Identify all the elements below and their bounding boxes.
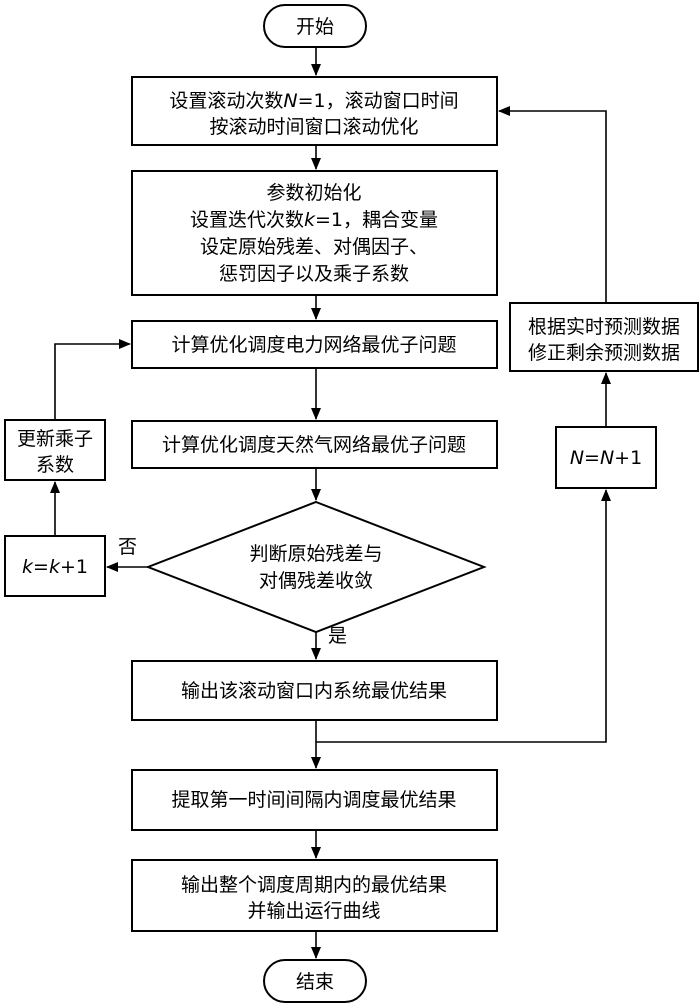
step2-line4: 惩罚因子以及乘子系数 xyxy=(219,263,409,285)
step3-label: 计算优化调度电力网络最优子问题 xyxy=(171,334,456,356)
step7-box xyxy=(131,859,498,932)
start-terminal xyxy=(263,4,367,48)
step4-label: 计算优化调度天然气网络最优子问题 xyxy=(162,434,466,456)
step2-line3: 设定原始残差、对偶因子、 xyxy=(200,236,428,258)
arrow-multiplier-step3 xyxy=(54,339,131,420)
step5-label: 输出该滚动窗口内系统最优结果 xyxy=(181,680,447,702)
step6-label: 提取第一时间间隔内调度最优结果 xyxy=(171,789,456,811)
multiplier-update-line2: 系数 xyxy=(36,454,74,476)
forecast-update-box xyxy=(509,302,699,372)
arrow-step5-n-update xyxy=(316,489,611,743)
forecast-update-line2: 修正剩余预测数据 xyxy=(528,342,680,364)
decision-line2: 对偶残差收敛 xyxy=(259,570,373,592)
arrow-forecast-step1 xyxy=(498,106,607,303)
k-update-label: k=k+1 xyxy=(22,556,88,578)
end-label: 结束 xyxy=(296,971,334,993)
step1-line1: 设置滚动次数N=1，滚动窗口时间 xyxy=(169,90,458,112)
decision-line1: 判断原始残差与 xyxy=(249,543,382,565)
step3-box xyxy=(131,320,498,369)
yes-label: 是 xyxy=(328,625,347,647)
step1-box xyxy=(131,76,498,146)
step7-line2: 并输出运行曲线 xyxy=(247,900,380,922)
step5-box xyxy=(131,660,498,721)
forecast-update-line1: 根据实时预测数据 xyxy=(528,316,680,338)
end-terminal xyxy=(263,959,367,1003)
step2-box xyxy=(131,170,498,296)
step2-line2: 设置迭代次数k=1，耦合变量 xyxy=(190,209,438,231)
step6-box xyxy=(131,769,498,831)
step1-line2: 按滚动时间窗口滚动优化 xyxy=(209,116,418,138)
step7-line1: 输出整个调度周期内的最优结果 xyxy=(181,874,447,896)
no-label: 否 xyxy=(118,536,137,558)
decision-diamond xyxy=(145,500,487,634)
step4-box xyxy=(131,420,498,469)
start-label: 开始 xyxy=(296,16,334,38)
step2-line1: 参数初始化 xyxy=(266,182,361,204)
multiplier-update-line1: 更新乘子 xyxy=(17,428,93,450)
n-update-label: N=N+1 xyxy=(570,447,642,469)
